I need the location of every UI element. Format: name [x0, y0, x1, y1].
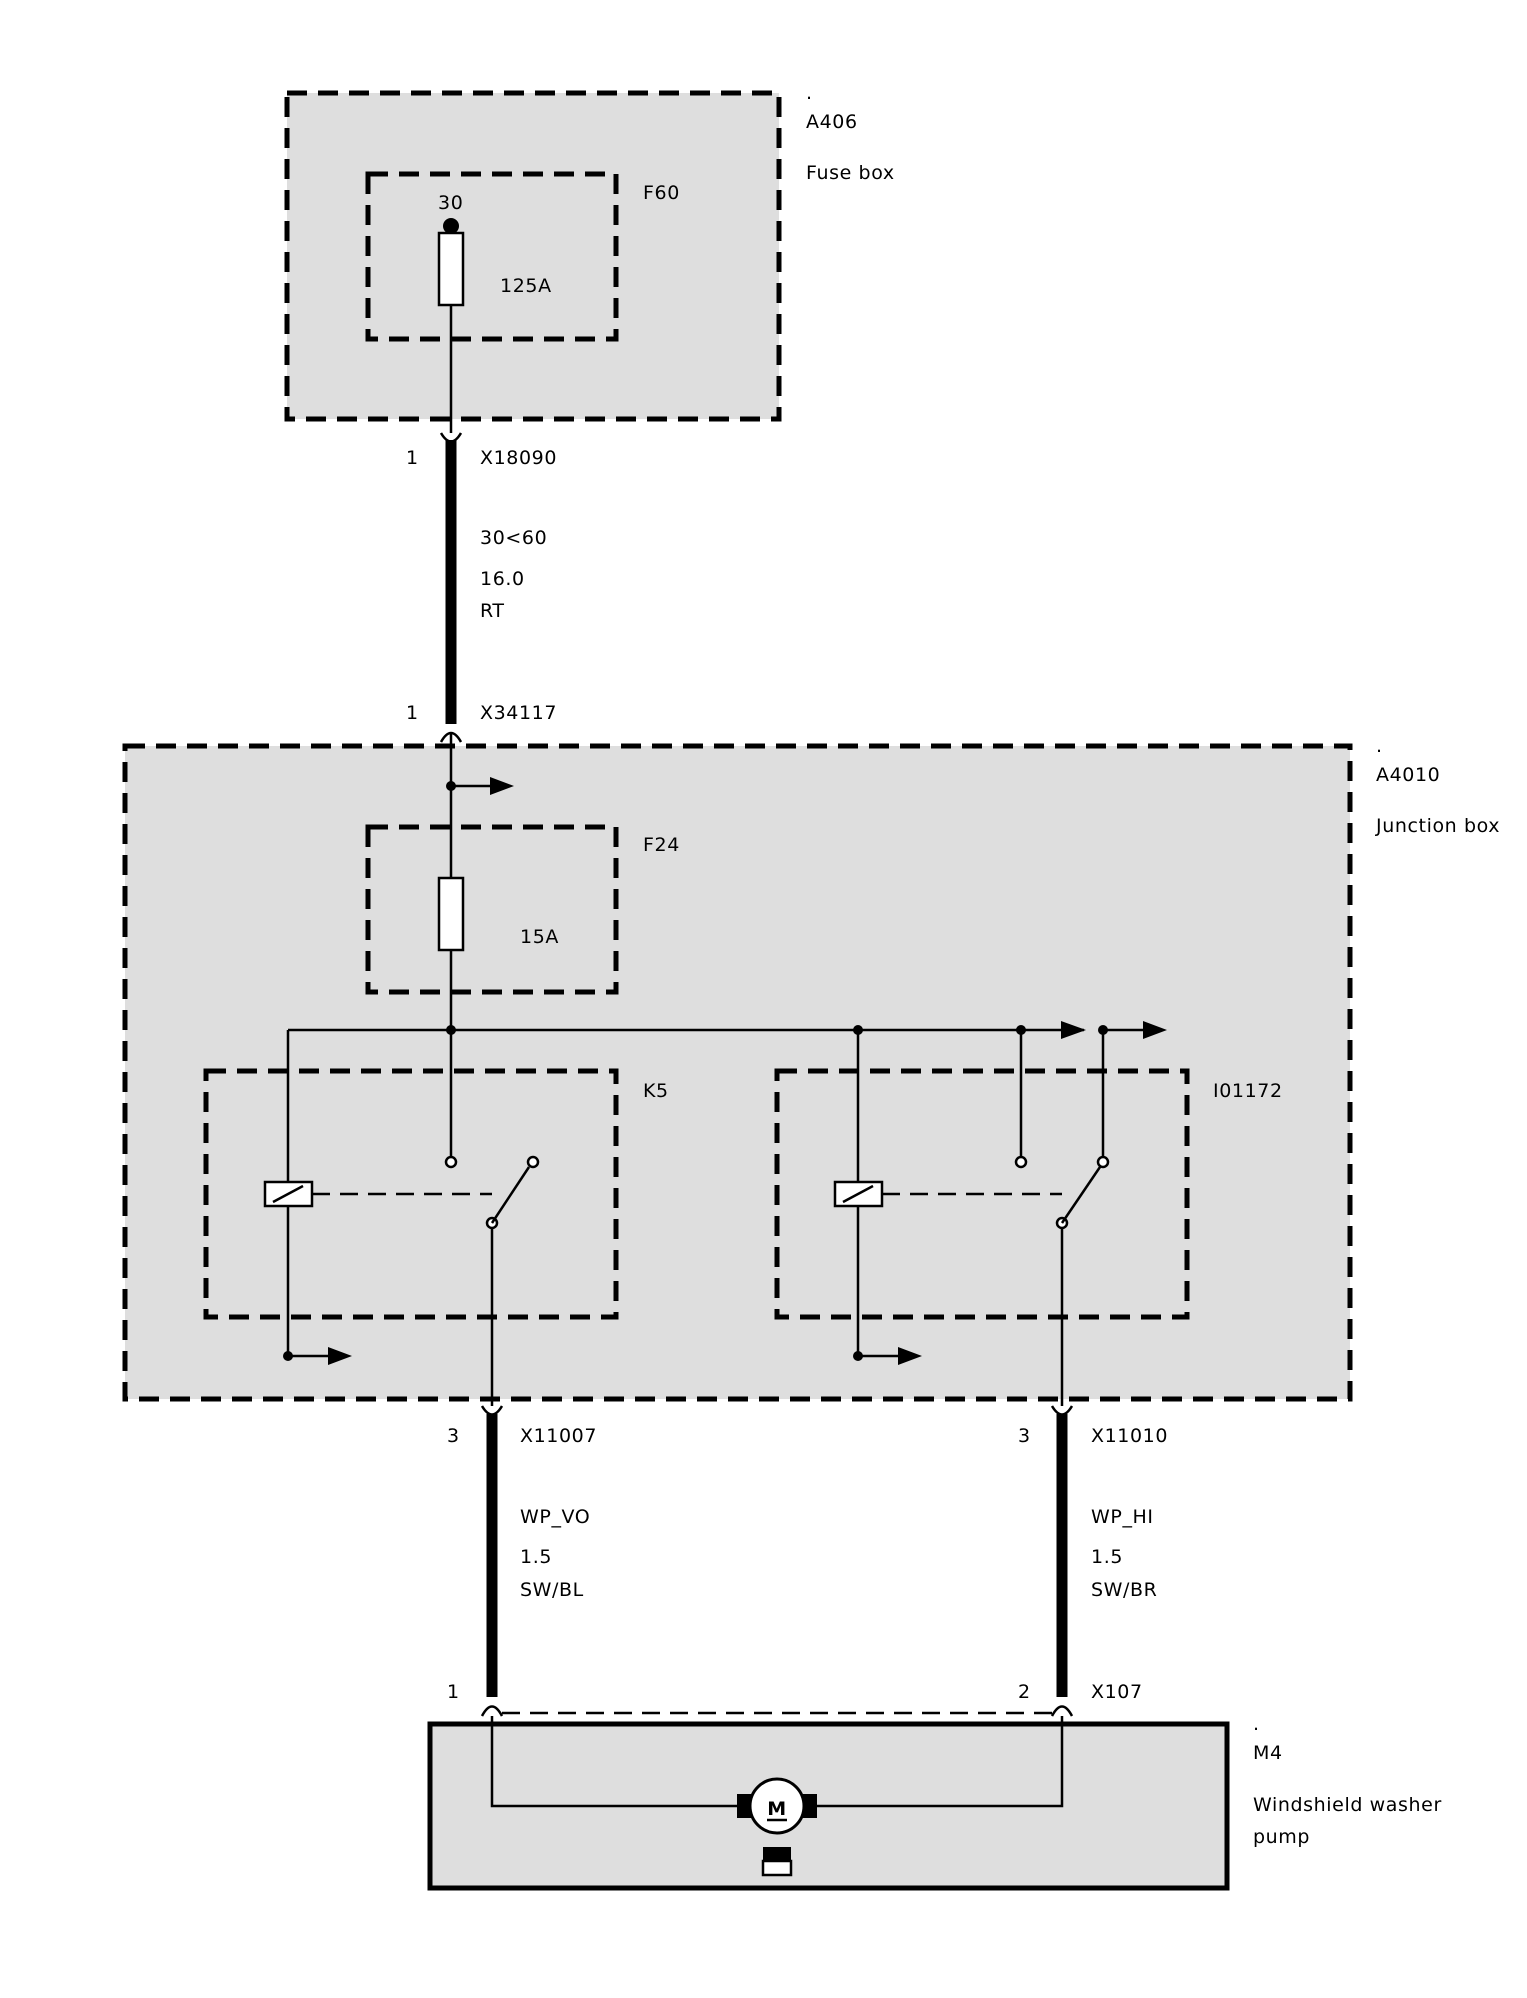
connector-x107-pin1-icon — [480, 1705, 504, 1717]
k5-switch-arm — [490, 1166, 531, 1224]
wire-main-gauge: 16.0 — [480, 568, 525, 590]
connector-x107-pin1: 1 — [447, 1681, 460, 1703]
relay-k5-id: K5 — [643, 1080, 669, 1102]
arrow-right-icon — [1061, 1021, 1086, 1039]
fuse-f60-frame — [365, 171, 619, 342]
i01172-contact — [1014, 1155, 1028, 1169]
fuse-f24-frame — [365, 824, 619, 995]
wire-wp-vo-gauge: 1.5 — [520, 1546, 552, 1568]
fuse-f60-id: F60 — [643, 182, 680, 204]
motor-symbol: M — [767, 1798, 787, 1820]
connector-x11007-icon — [480, 1405, 504, 1416]
relay-i01172-id: I01172 — [1213, 1080, 1283, 1102]
fuse-f60-rating: 125A — [500, 275, 552, 297]
i01172-contact — [1096, 1155, 1110, 1169]
fuse-f24-id: F24 — [643, 834, 680, 856]
pump-wire-left — [490, 1716, 738, 1808]
fuse-f24-icon — [437, 876, 465, 952]
motor-icon — [748, 1777, 806, 1835]
pump-wire-right — [816, 1716, 1064, 1808]
junction-box-id: A4010 — [1376, 764, 1440, 786]
fuse-box-id: A406 — [806, 111, 858, 133]
junction-box-enclosure — [122, 743, 1353, 1402]
connector-x107-pin2-icon — [1050, 1705, 1074, 1717]
connector-x34117-id: X34117 — [480, 702, 557, 724]
pump-id: M4 — [1253, 1742, 1283, 1764]
connector-x18090-pin: 1 — [406, 447, 419, 469]
fuse-box-enclosure — [284, 90, 782, 422]
connector-x107-id: X107 — [1091, 1681, 1143, 1703]
pump-name-line2: pump — [1253, 1826, 1310, 1848]
connector-x18090-id: X18090 — [480, 447, 557, 469]
wire-main-signal: 30<60 — [480, 527, 547, 549]
pump-marker: . — [1253, 1713, 1260, 1735]
junction-box-marker: . — [1376, 735, 1383, 757]
wire-wp-vo-color: SW/BL — [520, 1579, 584, 1601]
fuse-box-marker: . — [806, 82, 813, 104]
wire-wp-hi-signal: WP_HI — [1091, 1506, 1154, 1528]
fuse-box-name: Fuse box — [806, 162, 895, 184]
pump-ground-symbol — [761, 1859, 793, 1877]
connector-x11010-icon — [1050, 1405, 1074, 1416]
arrow-right-icon — [1143, 1021, 1167, 1039]
k5-contact — [526, 1155, 540, 1169]
connector-x11010-id: X11010 — [1091, 1425, 1168, 1447]
pump-name-line1: Windshield washer — [1253, 1794, 1442, 1816]
relay-i01172-frame — [774, 1068, 1190, 1320]
connector-x11007-id: X11007 — [520, 1425, 597, 1447]
arrow-right-icon — [898, 1347, 922, 1365]
wire-wp-vo-signal: WP_VO — [520, 1506, 590, 1528]
pump-ground-symbol — [763, 1847, 791, 1861]
fuse-f60-icon — [437, 231, 465, 307]
wire-wp-hi-gauge: 1.5 — [1091, 1546, 1123, 1568]
relay-k5-frame — [203, 1068, 619, 1320]
fuse-f60-terminal: 30 — [438, 192, 463, 214]
connector-x11007-pin: 3 — [447, 1425, 460, 1447]
k5-contact — [444, 1155, 458, 1169]
wire-wp-hi-color: SW/BR — [1091, 1579, 1158, 1601]
junction-box-name: Junction box — [1375, 815, 1500, 837]
bus-splice-dot — [446, 1025, 456, 1035]
connector-x34117-pin: 1 — [406, 702, 419, 724]
connector-x107-pin2: 2 — [1018, 1681, 1031, 1703]
motor-brush-left — [737, 1794, 753, 1818]
arrow-right-icon — [490, 777, 514, 795]
i01172-coil-slash — [842, 1184, 874, 1204]
connector-x11010-pin: 3 — [1018, 1425, 1031, 1447]
wire-main-color: RT — [480, 600, 505, 622]
fuse-f24-rating: 15A — [520, 926, 559, 948]
i01172-switch-arm — [1060, 1166, 1102, 1224]
motor-brush-right — [801, 1794, 817, 1818]
connector-x34117-icon — [439, 731, 463, 743]
k5-coil-slash — [272, 1184, 304, 1204]
arrow-right-icon — [328, 1347, 352, 1365]
